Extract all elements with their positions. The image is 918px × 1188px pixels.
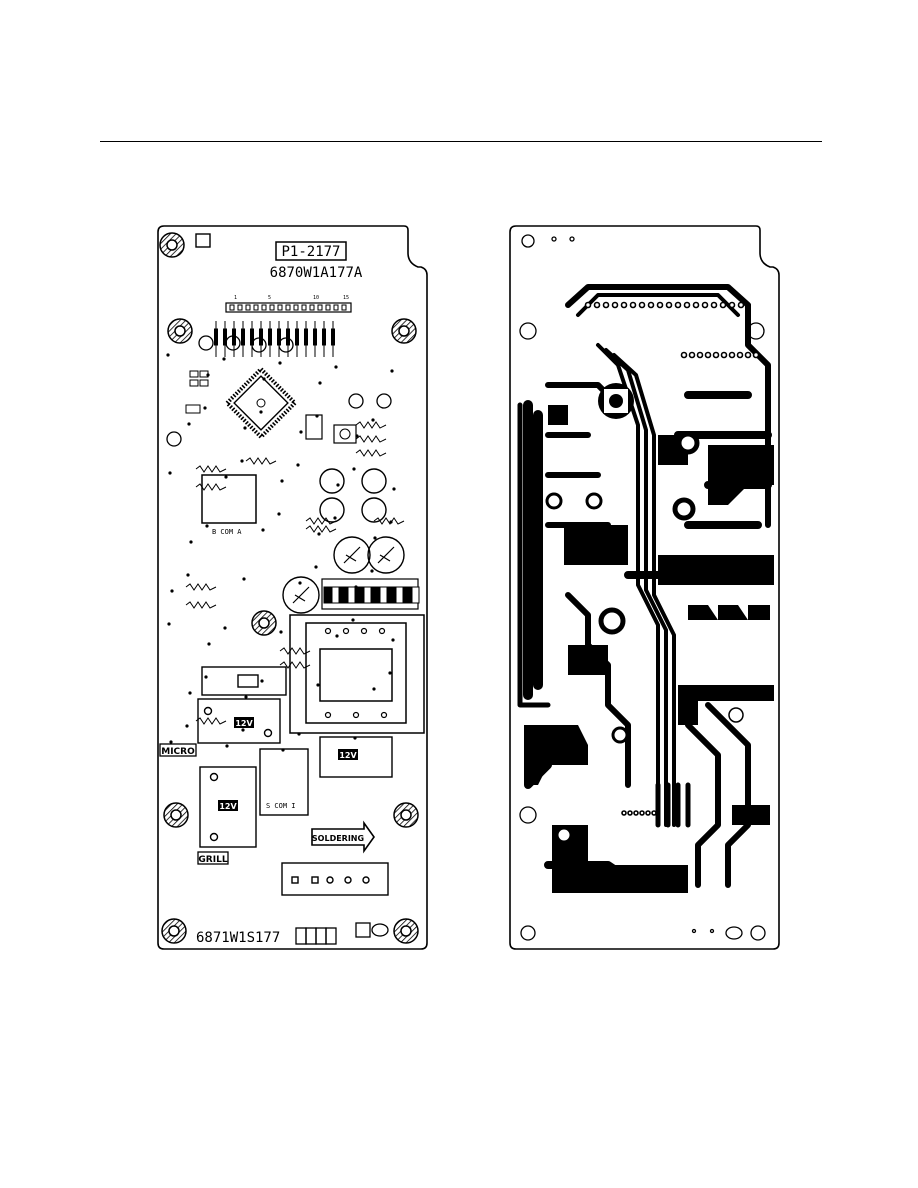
pcb-solder-side — [508, 225, 780, 951]
board-part-number: 6870W1A177A — [270, 265, 363, 281]
transformer — [289, 614, 425, 734]
svg-text:12V: 12V — [235, 719, 253, 728]
board-title: P1-2177 — [281, 244, 340, 260]
solder-pads — [545, 383, 744, 844]
ic-b-com-a — [201, 474, 257, 524]
connector-cp1: 1 5 10 15 — [225, 295, 352, 313]
bottom-connector — [281, 862, 389, 896]
copper-pours — [524, 405, 774, 893]
svg-text:12V: 12V — [339, 751, 357, 760]
board-title-box — [275, 241, 347, 261]
svg-text:5: 5 — [268, 295, 271, 301]
pcb-component-side: P1-2177 6870W1A177A 1 5 10 15 B COM A — [156, 225, 428, 951]
solder-holes — [519, 234, 767, 941]
grill-label: GRILL — [198, 855, 227, 865]
switch-box — [333, 424, 357, 444]
header-rule — [100, 141, 822, 142]
connector-small — [305, 414, 323, 440]
bottom-part-number: 6871W1S177 — [196, 930, 280, 946]
board-outline — [157, 225, 428, 950]
svg-text:1: 1 — [234, 295, 237, 301]
board-outline — [509, 225, 780, 950]
fiducial-square — [195, 233, 211, 248]
relay-micro — [197, 698, 281, 744]
mounting-holes — [159, 232, 419, 944]
copper-traces — [517, 284, 772, 889]
micro-label: MICRO — [161, 747, 195, 757]
revision-boxes — [295, 922, 389, 945]
b-com-a-label: B COM A — [212, 528, 242, 536]
qfp-ic — [224, 366, 298, 440]
relay-grill — [199, 766, 257, 848]
crystal-block — [201, 666, 287, 696]
relay-micro-rating-bg — [234, 717, 254, 728]
svg-text:10: 10 — [313, 295, 319, 301]
svg-text:12V: 12V — [219, 802, 237, 811]
transistors — [166, 335, 392, 447]
soldering-label: SOLDERING — [312, 834, 364, 843]
variable-resistors — [282, 468, 405, 614]
s-com-label: S COM I — [266, 802, 296, 810]
svg-text:15: 15 — [343, 295, 349, 301]
soldering-arrow — [311, 820, 375, 854]
